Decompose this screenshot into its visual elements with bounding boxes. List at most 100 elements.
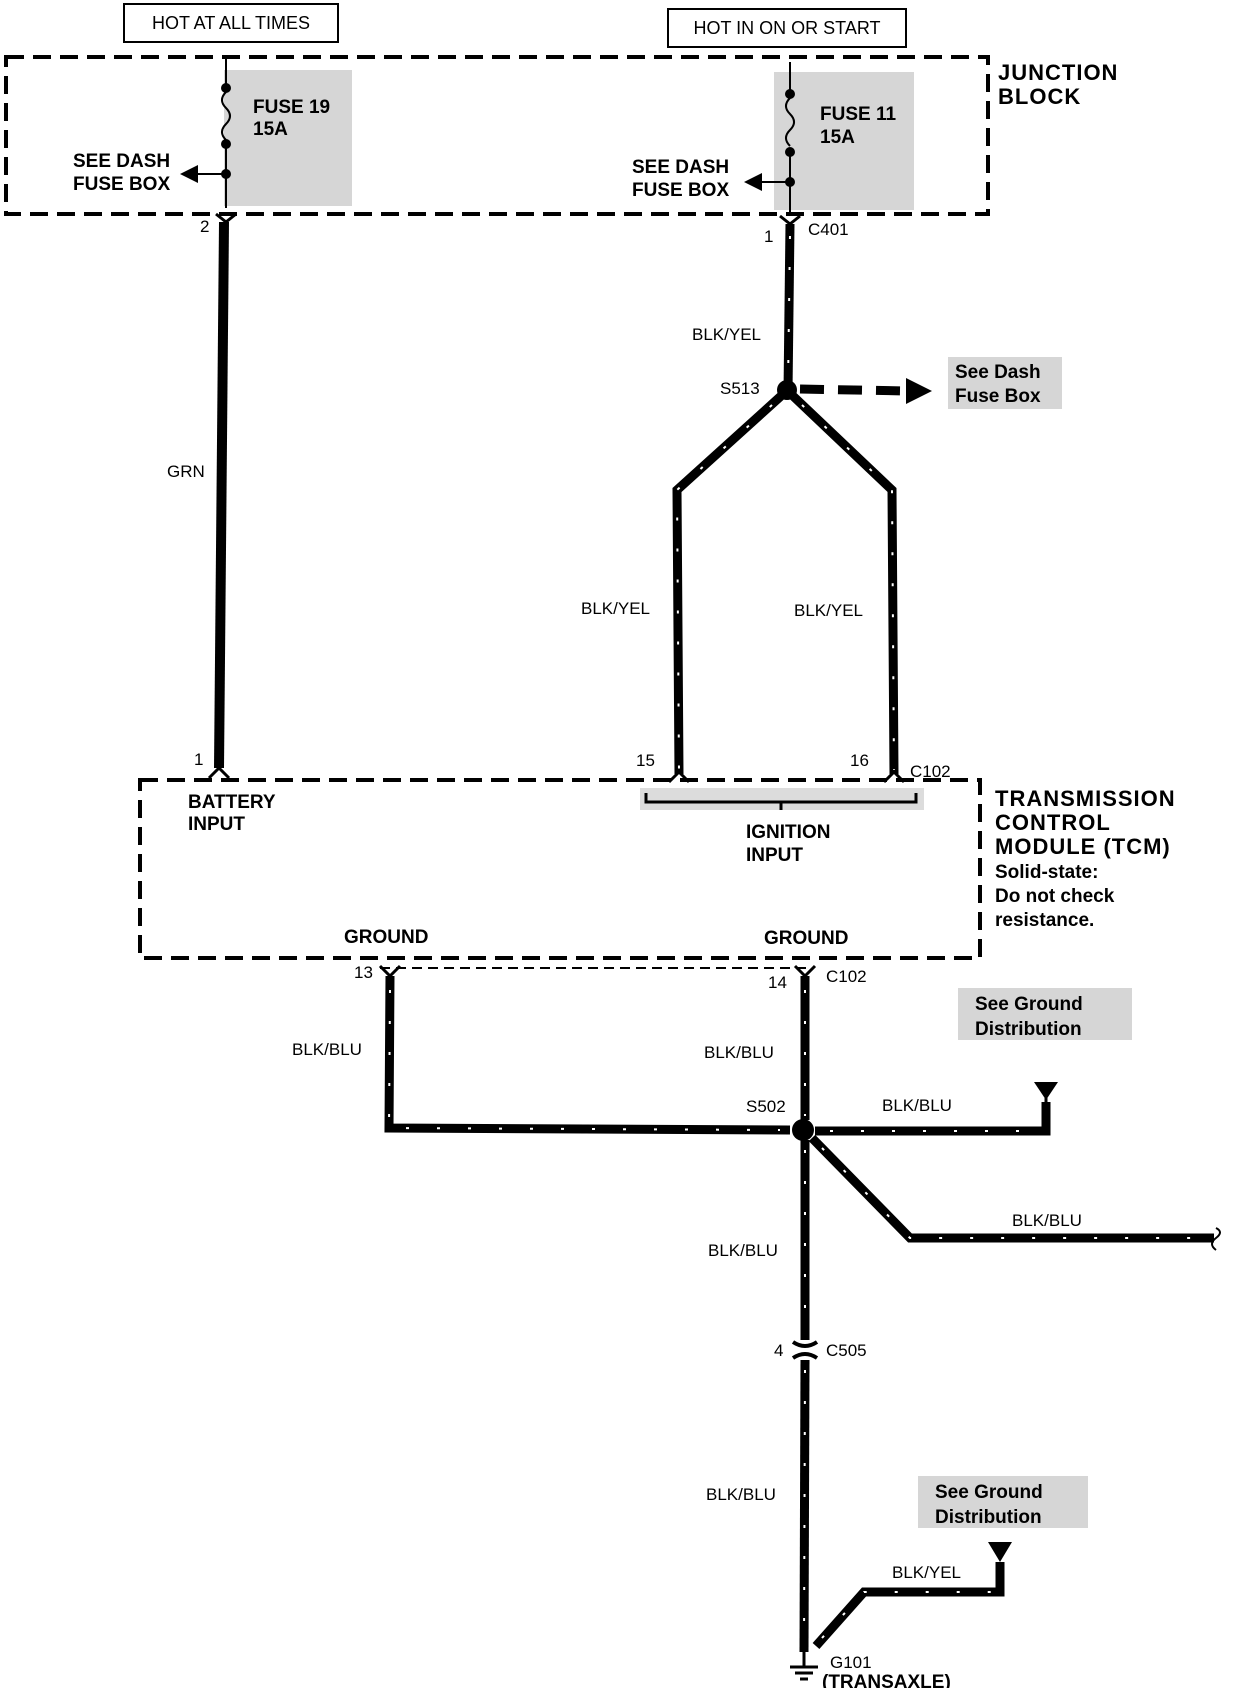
tcm-note-2: Do not check: [995, 886, 1115, 907]
transaxle-label: (TRANSAXLE): [822, 1672, 951, 1688]
tcm-pin15-label: 15: [636, 751, 655, 770]
blk-blu-right-label: BLK/BLU: [882, 1096, 952, 1115]
blk-blu-branch-label: BLK/BLU: [1012, 1211, 1082, 1230]
blk-yel-ground-label: BLK/YEL: [892, 1563, 961, 1582]
blk-yel-wire-ground: [812, 1562, 1005, 1649]
see-ground-shade: [958, 988, 1132, 1040]
pin-1-c401-label: 1: [764, 227, 773, 246]
tcm-note-3: resistance.: [995, 910, 1094, 931]
hot-in-on-or-start-label: HOT IN ON OR START: [693, 18, 880, 38]
blk-yel-wire-left-stripe: [675, 404, 773, 771]
hot-at-all-times-label: HOT AT ALL TIMES: [152, 13, 310, 33]
junction-block-outline: [4, 55, 990, 216]
fuse19-shading: [224, 70, 352, 206]
ground-right-label: GROUND: [764, 928, 848, 949]
ignition-input-bracket: [644, 793, 918, 810]
c505-connector-bottom: [791, 1352, 819, 1360]
grn-wire: [214, 221, 229, 769]
see-ground-2: Distribution: [975, 1019, 1082, 1040]
grn-wire-label: GRN: [167, 462, 205, 481]
tcm-outline: [138, 778, 982, 960]
fuse11-shading: [774, 72, 914, 210]
pin-2-label: 2: [200, 217, 209, 236]
see-dash-fuse-1: See Dash: [955, 362, 1041, 383]
blk-blu-wire-bottom: [799, 1359, 810, 1653]
tcm-title-2: CONTROL: [995, 810, 1111, 835]
blk-yel-wire-left: [672, 392, 785, 775]
hot-in-on-or-start-box: [667, 8, 907, 48]
pin4-label: 4: [774, 1341, 783, 1360]
fuse19-see-dash-2: FUSE BOX: [73, 174, 170, 195]
blk-yel-wire-ground-stripe: [821, 1591, 996, 1639]
fuse11-see-dash-2: FUSE BOX: [632, 180, 729, 201]
blk-blu-down-label: BLK/BLU: [708, 1241, 778, 1260]
fuse19-element: [221, 91, 231, 141]
hot-at-all-times-box: [123, 3, 339, 43]
ground-dist-arrow: [1034, 1082, 1058, 1100]
blk-yel-wire-top-stripe: [787, 235, 791, 387]
c102-top-label: C102: [910, 762, 951, 781]
see-ground-1: See Ground: [975, 994, 1083, 1015]
c505-connector-top: [791, 1340, 819, 1348]
fuse11-element: [785, 97, 795, 147]
fuse11-label: FUSE 11: [820, 104, 896, 125]
fuse11-tap-arrow: [744, 173, 762, 191]
ground-dist-arrow-b: [988, 1542, 1012, 1562]
tcm-pin1-label: 1: [194, 750, 203, 769]
c401-label: C401: [808, 220, 849, 239]
branch-wire-end: [1211, 1227, 1221, 1251]
s502-splice: [792, 1119, 814, 1141]
see-ground-b-shade: [918, 1476, 1088, 1528]
junction-block-label-1: JUNCTION: [998, 60, 1118, 85]
blk-yel-top-label: BLK/YEL: [692, 325, 761, 344]
blk-yel-wire-right: [789, 392, 899, 775]
ignition-input-shade: [640, 788, 924, 810]
s513-splice: [777, 380, 797, 400]
c102-bottom-label: C102: [826, 967, 867, 986]
tcm-title-1: TRANSMISSION: [995, 786, 1176, 811]
tcm-pin16-connector: [882, 769, 906, 784]
see-ground-b-1: See Ground: [935, 1482, 1043, 1503]
blk-yel-wire-top: [783, 223, 795, 393]
s513-dash-arrow: [906, 378, 932, 404]
see-dash-fuse-2: Fuse Box: [955, 386, 1041, 407]
pin13-label: 13: [354, 963, 373, 982]
junction-block-label-2: BLOCK: [998, 84, 1081, 109]
blk-blu-left-label: BLK/BLU: [292, 1040, 362, 1059]
battery-input-2: INPUT: [188, 814, 245, 835]
fuse19-rating: 15A: [253, 119, 288, 140]
fuse19-terminal-top: [221, 83, 231, 93]
battery-input-1: BATTERY: [188, 792, 276, 813]
blk-blu-bottom-label: BLK/BLU: [706, 1485, 776, 1504]
ground-left-label: GROUND: [344, 927, 428, 948]
connector-c401-pin2: [215, 212, 237, 224]
blk-blu-center-label: BLK/BLU: [704, 1043, 774, 1062]
tcm-pin15-connector: [667, 769, 691, 784]
tcm-pin16-label: 16: [850, 751, 869, 770]
blk-yel-right-label: BLK/YEL: [794, 601, 863, 620]
see-ground-b-2: Distribution: [935, 1507, 1042, 1528]
ignition-input-2: INPUT: [746, 845, 803, 866]
tcm-title-3: MODULE (TCM): [995, 834, 1171, 859]
fuse19-label: FUSE 19: [253, 97, 330, 118]
blk-yel-left-label: BLK/YEL: [581, 599, 650, 618]
s513-dash-lead: [799, 384, 909, 396]
connector-c401-pin1: [779, 214, 801, 226]
blk-blu-wire-branch-stripe: [821, 1147, 1210, 1239]
tcm-pin1-connector: [207, 765, 231, 780]
s513-label: S513: [720, 379, 760, 398]
fuse19-see-dash-1: SEE DASH: [73, 151, 170, 172]
s502-label: S502: [746, 1097, 786, 1116]
fuse11-rating: 15A: [820, 127, 855, 148]
g101-label: G101: [830, 1653, 872, 1672]
fuse11-terminal-top: [785, 89, 795, 99]
blk-yel-wire-right-stripe: [801, 404, 895, 771]
see-dash-fuse-shade: [948, 357, 1062, 409]
fuse11-see-dash-1: SEE DASH: [632, 157, 729, 178]
tcm-note-1: Solid-state:: [995, 862, 1098, 883]
c505-label: C505: [826, 1341, 867, 1360]
pin14-label: 14: [768, 973, 787, 992]
fuse19-tap-arrow: [180, 165, 198, 183]
ignition-input-1: IGNITION: [746, 822, 830, 843]
